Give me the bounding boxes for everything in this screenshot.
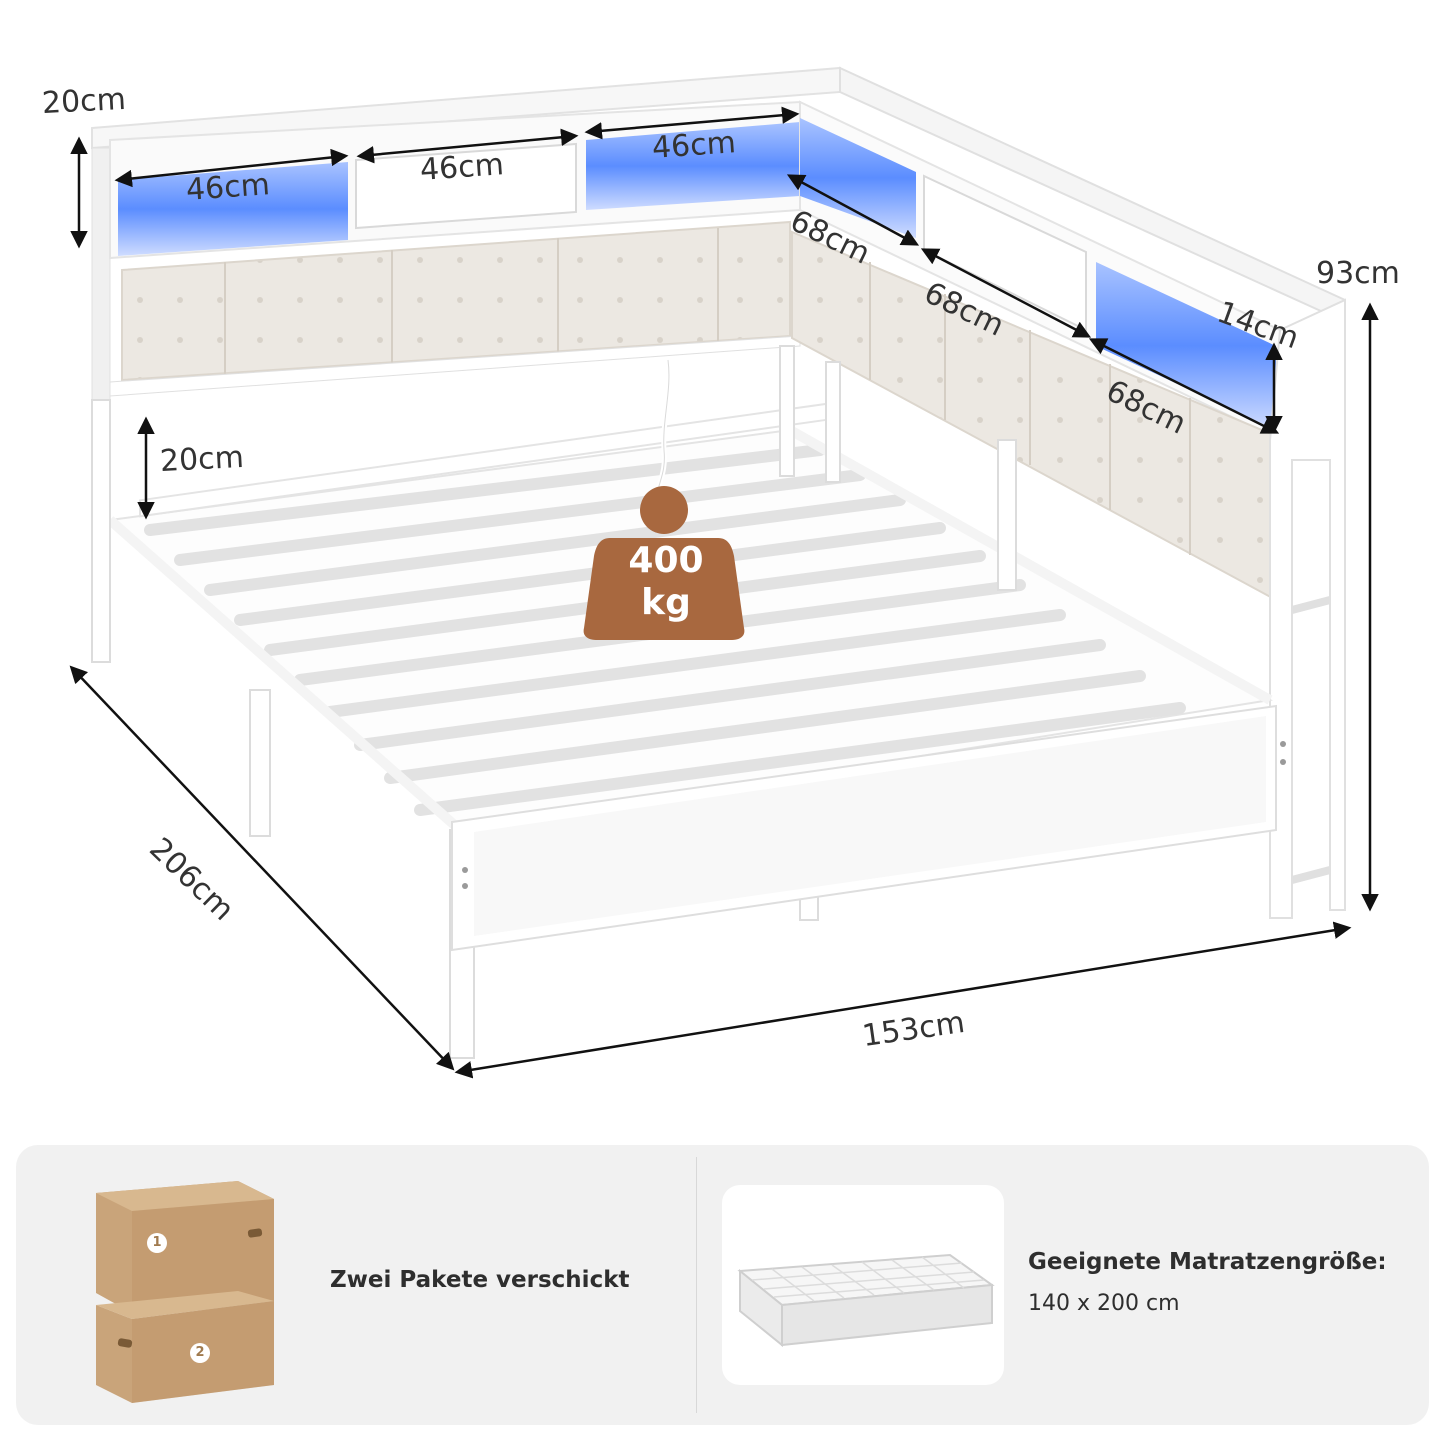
dimension-lines <box>69 106 1379 1079</box>
mattress-card <box>722 1185 1004 1385</box>
mattress-icon <box>737 1253 995 1348</box>
led-shelf-right <box>586 122 800 210</box>
box-number-2: 2 <box>190 1343 210 1363</box>
mattress-size-title: Geeignete Matratzengröße: <box>1028 1249 1387 1275</box>
bed-illustration <box>69 66 1379 1079</box>
dim-label-shelf-1: 46cm <box>184 167 272 208</box>
packages-text: Zwei Pakete verschickt <box>330 1267 630 1293</box>
dim-label-top-height: 20cm <box>41 81 127 122</box>
dim-label-under-bed: 20cm <box>159 439 245 480</box>
dim-arrow-shelf-2 <box>584 106 800 140</box>
info-panel: 1 2 Zwei Pakete verschickt Geeignete Mat… <box>16 1145 1429 1425</box>
slats <box>144 444 1186 816</box>
dim-label-drawer: 46cm <box>418 147 506 188</box>
weight-icon <box>583 486 745 640</box>
back-headboard <box>91 66 841 661</box>
upholstered-panel-back <box>121 220 791 382</box>
weight-value: 400 <box>628 540 704 581</box>
product-dimension-diagram: 20cm 46cm 46cm 46cm 68cm 68cm 68cm 14cm … <box>41 66 1400 1079</box>
dim-arrow-width <box>454 921 1352 1079</box>
dim-arrow-side-1 <box>786 174 920 246</box>
box-number-1: 1 <box>147 1233 167 1253</box>
dim-arrow-length <box>69 665 455 1071</box>
dim-label-total-height: 93cm <box>1316 256 1400 291</box>
weight-unit: kg <box>641 582 691 623</box>
weight-capacity-label: 400 kg <box>596 540 736 624</box>
dim-arrow-side-2 <box>920 248 1092 338</box>
package-boxes-icon <box>96 1181 274 1403</box>
dim-arrow-shelf-1 <box>114 148 349 188</box>
panel-divider <box>696 1157 697 1413</box>
dim-label-shelf-2: 46cm <box>650 125 738 166</box>
dim-arrow-side-3 <box>1088 338 1280 434</box>
dim-arrow-drawer <box>356 128 579 164</box>
mattress-size-value: 140 x 200 cm <box>1028 1291 1180 1316</box>
